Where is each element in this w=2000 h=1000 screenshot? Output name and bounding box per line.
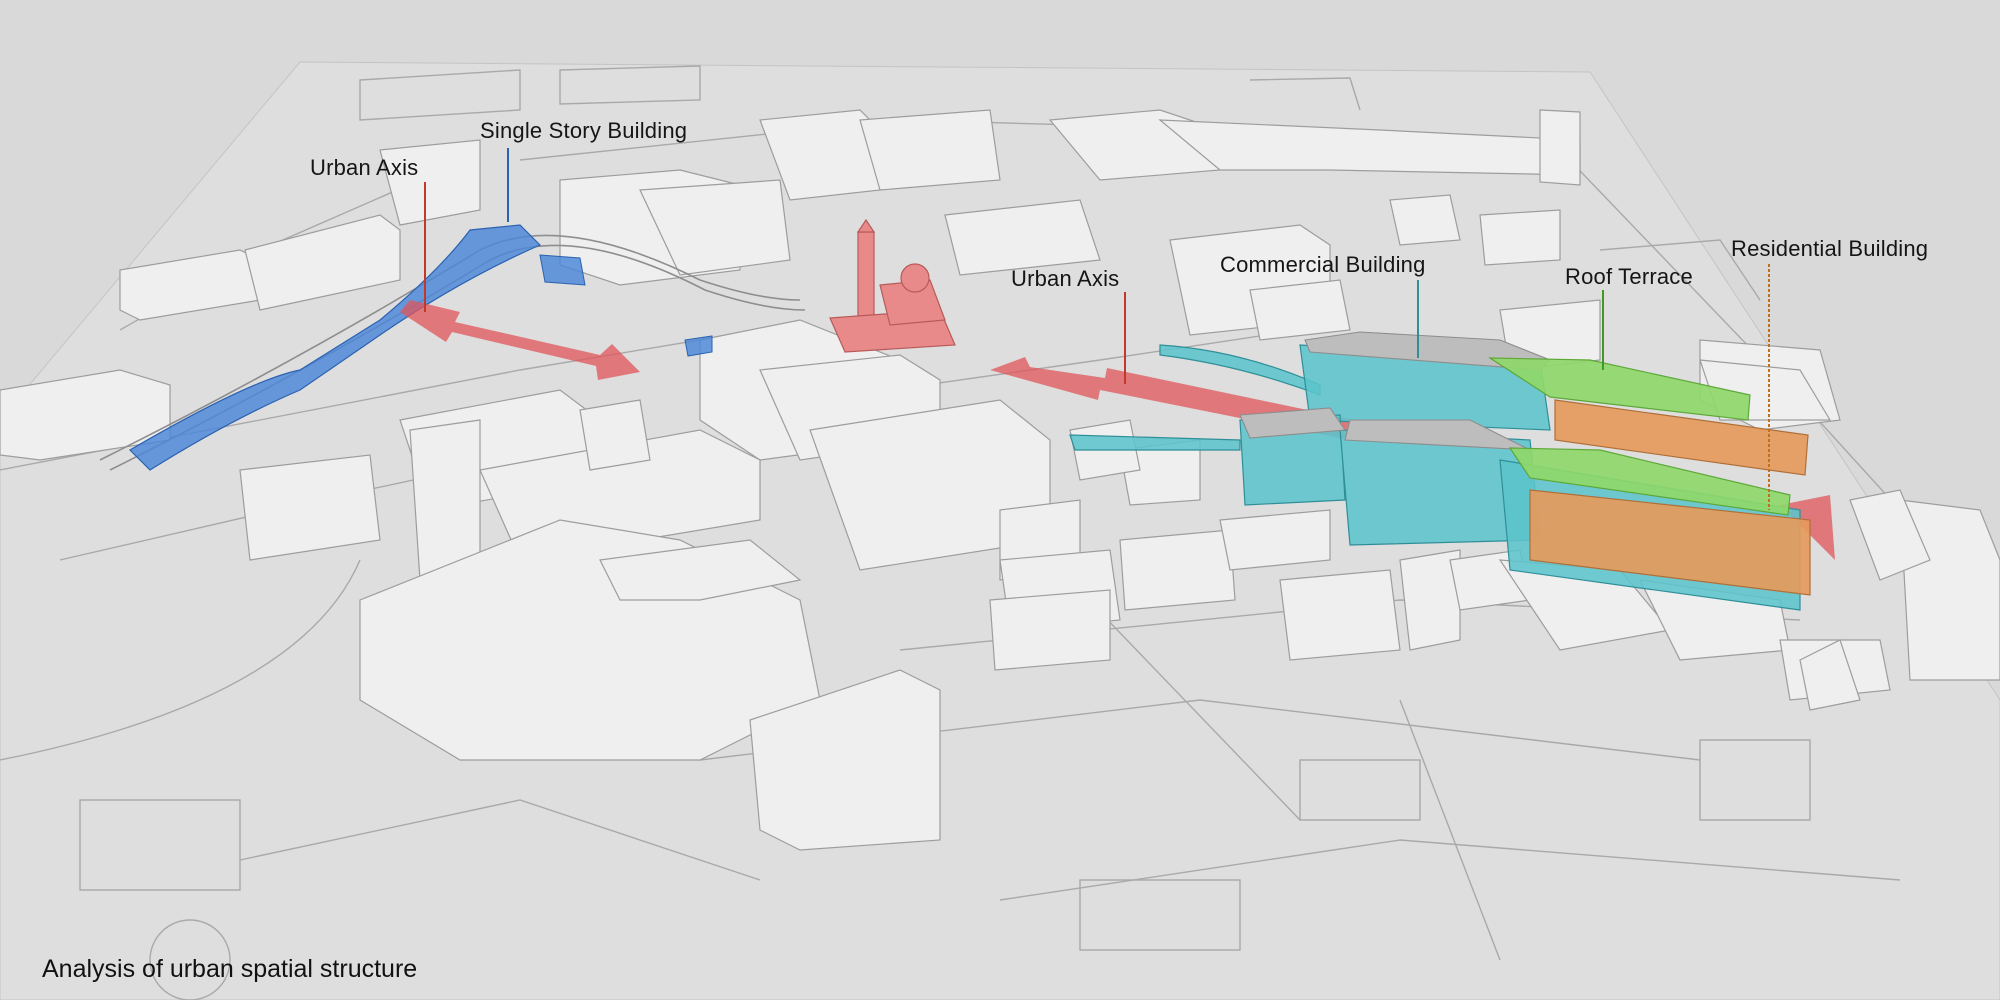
label-urban-axis-center: Urban Axis xyxy=(1011,266,1120,291)
figure-caption: Analysis of urban spatial structure xyxy=(42,955,418,983)
label-roof-terrace: Roof Terrace xyxy=(1565,264,1693,289)
label-single-story-building: Single Story Building xyxy=(480,118,688,143)
context-buildings xyxy=(0,109,2000,851)
label-commercial-building: Commercial Building xyxy=(1220,252,1426,277)
roof-terrace-volume xyxy=(1487,357,1791,516)
urban-axis-arrow-left xyxy=(400,300,640,380)
residential-building-volume xyxy=(1529,399,1811,596)
leader-lines xyxy=(424,148,1770,510)
commercial-roof xyxy=(1239,331,1551,451)
label-residential-building: Residential Building xyxy=(1731,236,1929,261)
single-story-building-volume xyxy=(129,224,713,471)
church-landmark xyxy=(829,218,956,353)
label-urban-axis-left: Urban Axis xyxy=(310,155,419,180)
